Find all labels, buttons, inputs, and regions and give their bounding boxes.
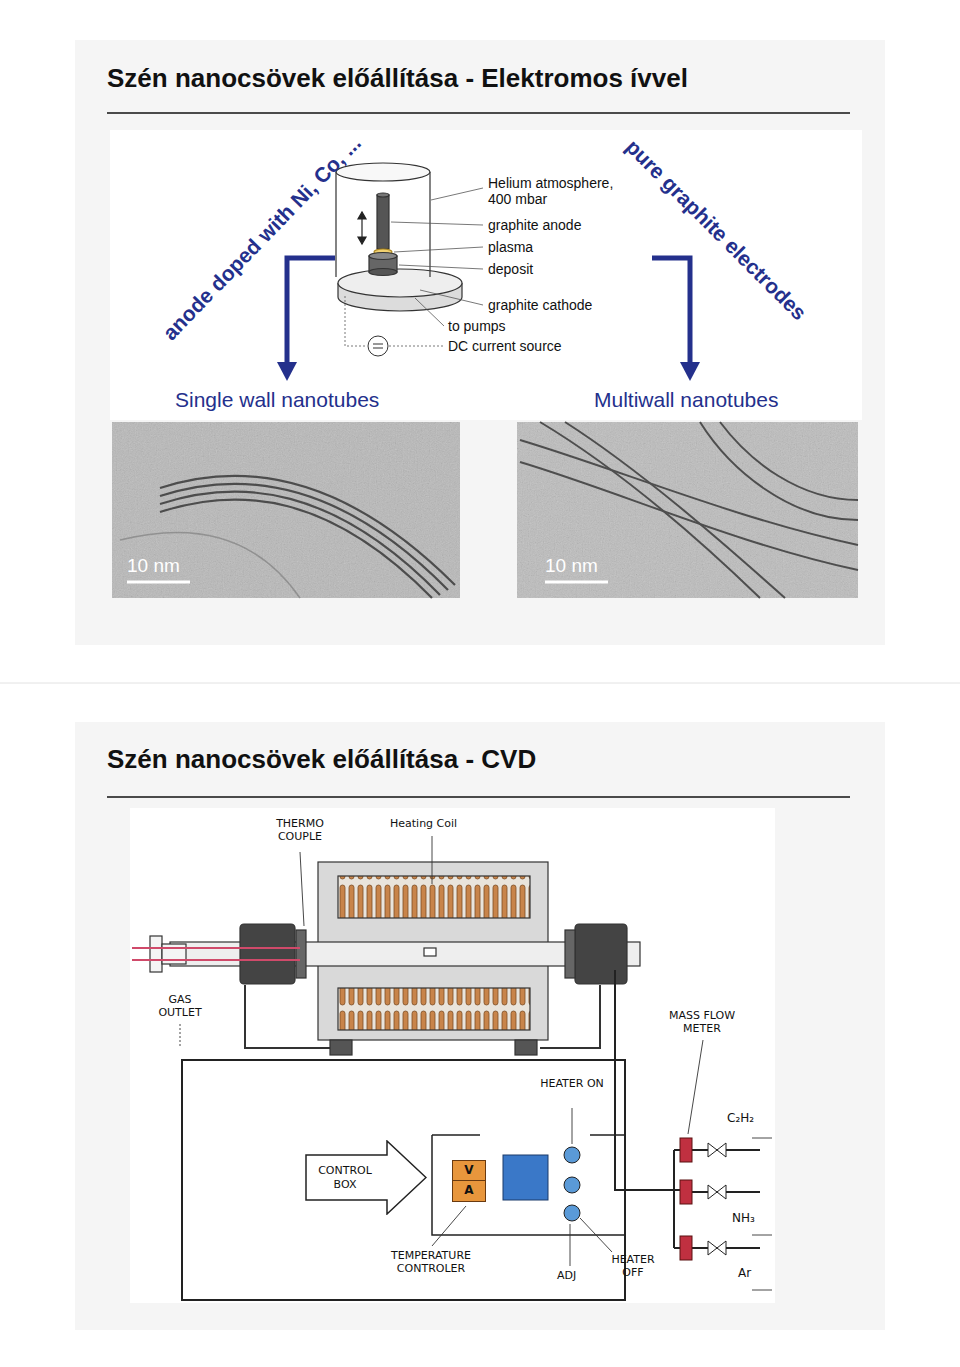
result-label: Single wall nanotubes	[175, 388, 379, 412]
gas-label: C₂H₂	[727, 1112, 754, 1126]
meter-letter: A	[453, 1180, 485, 1200]
valves	[708, 1143, 726, 1255]
part-label: ADJ	[557, 1270, 576, 1283]
gas-label: Ar	[738, 1267, 751, 1281]
slide-panel	[75, 722, 885, 1330]
slide-title: Szén nanocsövek előállítása - CVD	[107, 745, 536, 775]
box-label: CONTROL BOX	[309, 1164, 381, 1192]
part-label: THERMO COUPLE	[262, 818, 338, 843]
arrow-outline	[305, 1140, 427, 1215]
part-label: Heating Coil	[390, 818, 457, 831]
mass-flow-meters	[680, 1138, 692, 1260]
motion-arrow	[358, 212, 366, 244]
dc-source-symbol	[368, 336, 388, 356]
arrowhead	[277, 362, 297, 381]
meter-box: VA	[452, 1160, 486, 1202]
leader-lines	[180, 836, 772, 1290]
part-label: DC current source	[448, 338, 562, 354]
part-label: to pumps	[448, 318, 506, 334]
process-arrow	[287, 258, 690, 364]
meter-letter: V	[453, 1161, 485, 1180]
arrowhead	[680, 362, 700, 381]
gas-outlet-fitting	[150, 936, 186, 972]
part-label: Helium atmosphere, 400 mbar	[488, 175, 616, 207]
result-label: Multiwall nanotubes	[594, 388, 778, 412]
gas-lines	[615, 970, 760, 1248]
control-box-arrow: CONTROL BOX	[305, 1140, 427, 1215]
part-label: deposit	[488, 261, 533, 277]
part-label: plasma	[488, 239, 533, 255]
arrow-outline	[306, 1141, 426, 1214]
slide-title: Szén nanocsövek előállítása - Elektromos…	[107, 64, 688, 94]
tem-image	[112, 422, 460, 598]
part-label: MASS FLOW METER	[652, 1010, 752, 1035]
part-label: HEATER OFF	[600, 1254, 666, 1279]
title-rule	[107, 112, 850, 114]
part-label: TEMPERATURE CONTROLER	[372, 1250, 490, 1275]
scale-bar-label: 10 nm	[127, 555, 180, 577]
part-label: GAS OUTLET	[146, 994, 214, 1019]
slide-panel	[75, 40, 885, 645]
tem-image	[517, 422, 858, 598]
part-label: graphite cathode	[488, 297, 592, 313]
gas-label: NH₃	[732, 1212, 755, 1226]
laser-beam	[132, 948, 300, 960]
part-label: HEATER ON	[538, 1078, 606, 1091]
scale-bar-label: 10 nm	[545, 555, 598, 577]
control-box	[182, 1060, 625, 1300]
cvd-furnace	[170, 862, 640, 1055]
arc-chamber	[336, 163, 462, 311]
part-label: graphite anode	[488, 217, 581, 233]
title-rule	[107, 796, 850, 798]
